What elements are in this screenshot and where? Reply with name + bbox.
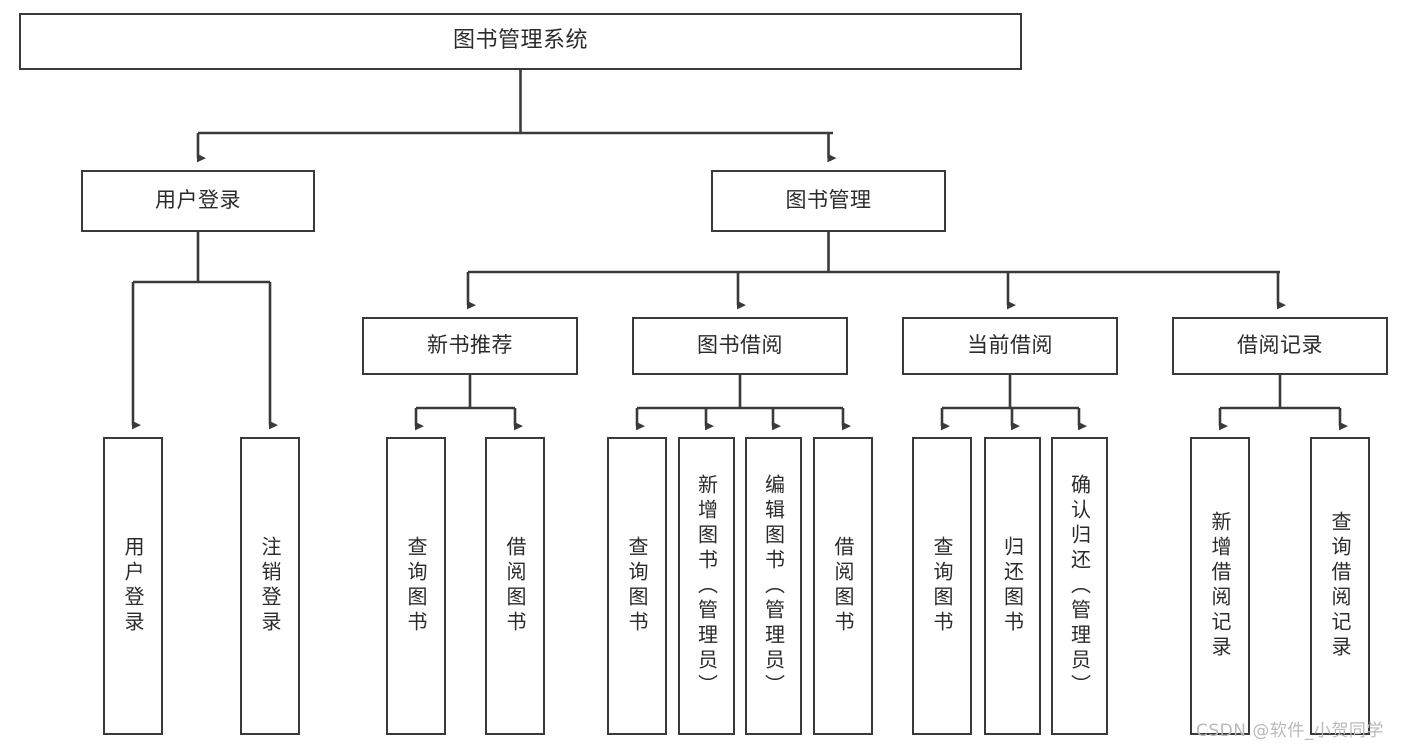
node-label: 新书推荐 — [427, 333, 513, 358]
node-root-system[interactable]: 图书管理系统 — [19, 13, 1022, 70]
node-label: 查询图书 — [625, 536, 649, 636]
node-label: 查询图书 — [404, 536, 428, 636]
node-label: 图书借阅 — [697, 333, 783, 358]
leaf-add-borrow-record[interactable]: 新增借阅记录 — [1190, 437, 1250, 735]
leaf-query-book-current[interactable]: 查询图书 — [912, 437, 972, 735]
node-label: 新增借阅记录 — [1208, 511, 1232, 661]
leaf-confirm-return-admin[interactable]: 确认归还（管理员） — [1051, 437, 1108, 735]
leaf-query-book-new[interactable]: 查询图书 — [386, 437, 446, 735]
node-label: 确认归还（管理员） — [1067, 473, 1092, 699]
node-current-borrow[interactable]: 当前借阅 — [902, 317, 1118, 375]
leaf-return-book[interactable]: 归还图书 — [984, 437, 1041, 735]
watermark: CSDN @软件_小贺同学 — [1196, 721, 1384, 741]
node-borrow-record[interactable]: 借阅记录 — [1172, 317, 1388, 375]
node-label: 归还图书 — [1000, 536, 1025, 636]
node-label: 借阅图书 — [831, 536, 855, 636]
node-label: 借阅图书 — [503, 536, 527, 636]
node-label: 编辑图书（管理员） — [761, 473, 786, 699]
node-label: 借阅记录 — [1237, 333, 1323, 358]
leaf-add-book-admin[interactable]: 新增图书（管理员） — [678, 437, 735, 735]
leaf-edit-book-admin[interactable]: 编辑图书（管理员） — [745, 437, 802, 735]
node-label: 查询借阅记录 — [1328, 511, 1352, 661]
node-book-management[interactable]: 图书管理 — [711, 170, 946, 232]
node-label: 当前借阅 — [967, 333, 1053, 358]
node-label: 图书管理 — [785, 188, 872, 213]
node-new-book-recommend[interactable]: 新书推荐 — [362, 317, 578, 375]
leaf-user-login[interactable]: 用户登录 — [103, 437, 163, 735]
leaf-query-borrow-record[interactable]: 查询借阅记录 — [1310, 437, 1370, 735]
leaf-borrow-book-new[interactable]: 借阅图书 — [485, 437, 545, 735]
leaf-logout[interactable]: 注销登录 — [240, 437, 300, 735]
node-label: 新增图书（管理员） — [694, 473, 719, 699]
node-label: 查询图书 — [930, 536, 954, 636]
node-user-login[interactable]: 用户登录 — [81, 170, 315, 232]
node-book-borrow[interactable]: 图书借阅 — [632, 317, 848, 375]
node-label: 注销登录 — [258, 536, 282, 636]
node-label: 图书管理系统 — [452, 28, 588, 54]
node-label: 用户登录 — [155, 188, 241, 213]
leaf-query-book-borrow[interactable]: 查询图书 — [607, 437, 667, 735]
node-label: 用户登录 — [121, 536, 145, 636]
leaf-lend-book[interactable]: 借阅图书 — [813, 437, 873, 735]
